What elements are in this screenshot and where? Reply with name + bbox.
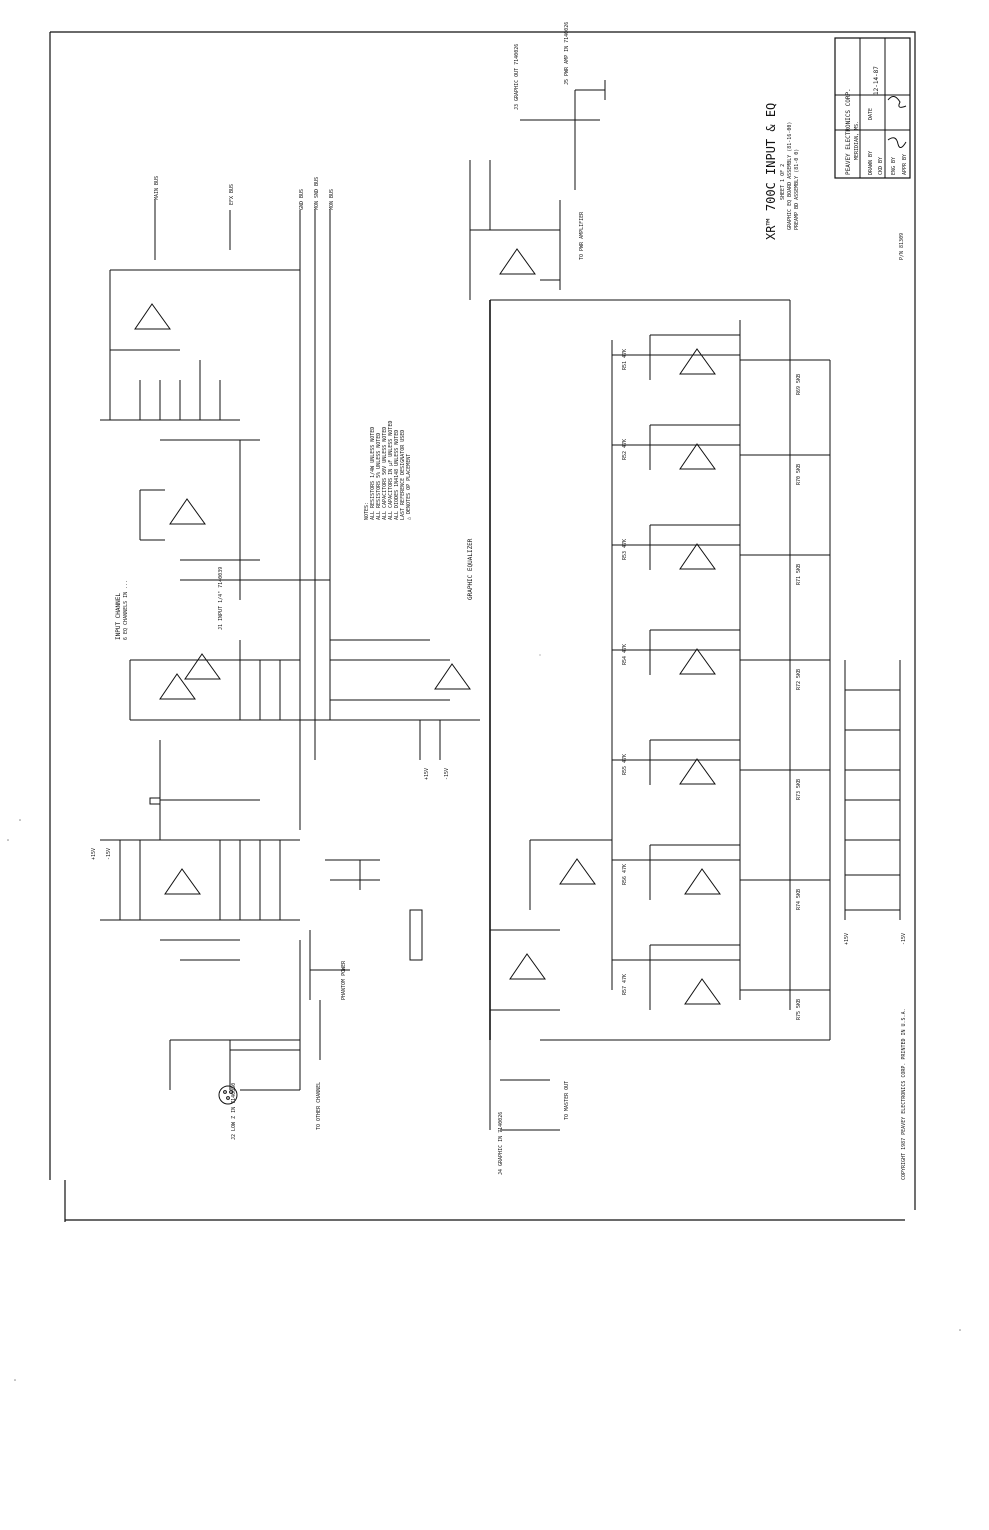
eq-stage-3: R53 47K R71 5KB — [612, 524, 830, 585]
copyright-text: COPYRIGHT 1987 PEAVEY ELECTRONICS CORP. … — [901, 1008, 907, 1180]
notes-line-8: △ DENOTES OP PLACEMENT — [406, 454, 412, 520]
eq-r-1: R51 47K — [622, 349, 628, 370]
eq-r-3: R53 47K — [622, 539, 628, 560]
eq-stage-6: R56 47K R74 5KB — [612, 844, 830, 910]
notes-block: NOTES: ALL RESISTORS 1/4W UNLESS NOTED A… — [364, 421, 412, 520]
supply-label-1: +15V — [91, 848, 97, 860]
part-number: P/N 81309 — [899, 233, 905, 260]
signature-mark-2 — [887, 137, 907, 148]
eq-pot-3: R71 5KB — [796, 564, 802, 585]
eng-by-label: ENG BY — [891, 157, 897, 175]
eq-stage-2: R52 47K R70 5KB — [612, 424, 830, 485]
phantom-power-label: PHANTOM POWER — [341, 960, 347, 1000]
notes-line-1: NOTES: — [364, 502, 370, 520]
eq-r-7: R57 47K — [622, 974, 628, 995]
eq-pot-6: R74 5KB — [796, 889, 802, 910]
opamp-u5a — [679, 648, 716, 675]
eq-pot-1: R69 5KB — [796, 374, 802, 395]
j3-label: J3 GRAPHIC OUT 7140026 — [514, 44, 520, 110]
opamp-u10a — [159, 673, 196, 700]
eq-r-4: R54 47K — [622, 644, 628, 665]
xlr-input-jack[interactable] — [218, 1085, 238, 1105]
eq-pot-4: R72 5KB — [796, 669, 802, 690]
opamp-u3a — [684, 978, 721, 1005]
mon-snd-bus-label: MON SND BUS — [314, 177, 320, 210]
opamp-u3b — [559, 858, 596, 885]
drawing-title: XR™ 700C INPUT & EQ — [764, 103, 778, 240]
input-section: J2 LOW Z IN 7140050 J1 INPUT 1/4" 714003… — [91, 269, 423, 1140]
sheet-line-2: GRAPHIC EQ BOARD ASSEMBLY (81-16-00) — [787, 122, 793, 230]
to-other-channel-label: TO OTHER CHANNEL — [316, 1082, 322, 1130]
opamp-u2a — [434, 663, 471, 690]
opamp-u4a — [679, 758, 716, 785]
notes-line-2: ALL RESISTORS 1/4W UNLESS NOTED — [370, 427, 376, 520]
eq-stage-7: R57 47K R75 5KB — [612, 944, 830, 1020]
opamp-u4b — [684, 868, 721, 895]
sheet-line-3: PREAMP BD ASSEMBLY (81-0 0) — [794, 149, 800, 230]
j5-label: J5 PWR AMP IN 7140026 — [564, 22, 570, 85]
decoupling-caps: +15V -15V — [844, 660, 907, 945]
eq-pot-7: R75 5KB — [796, 999, 802, 1020]
gnd-bus-label: GND BUS — [299, 189, 305, 210]
input-channel-sub: 6 EQ CHANNELS IN ... — [123, 580, 129, 640]
supply-label-3: +15V — [424, 768, 430, 780]
supply-label-6: -15V — [901, 933, 907, 945]
mid-traces: +15V -15V — [299, 639, 480, 830]
eq-r-2: R52 47K — [622, 439, 628, 460]
eq-stage-1: R51 47K R69 5KB — [612, 334, 830, 395]
sheet-border — [49, 31, 916, 1222]
main-bus-label: MAIN BUS — [154, 176, 160, 200]
drawing-title-group: XR™ 700C INPUT & EQ SHEET 1 OF 2 GRAPHIC… — [764, 103, 800, 240]
bus-labels: MAIN BUS EFX BUS GND BUS MON SND BUS MON… — [154, 176, 335, 640]
signature-mark — [887, 96, 907, 108]
notes-line-3: ALL RESISTORS 5% UNLESS NOTED — [376, 433, 382, 520]
opamp-u9b — [679, 543, 716, 570]
supply-label-2: -15V — [106, 848, 112, 860]
opamp-u1a — [164, 868, 201, 895]
drawn-by-label: DRAWN BY — [868, 151, 874, 175]
opamp-u8b — [679, 348, 716, 375]
opamp-u2b — [509, 953, 546, 980]
to-master-label: TO MASTER OUT — [564, 1081, 570, 1120]
ckd-by-label: CKD BY — [878, 157, 884, 175]
opamp-u10b — [184, 653, 221, 680]
appr-by-label: APPR BY — [902, 154, 908, 175]
opamp-u9a — [679, 443, 716, 470]
opamp-u8a — [169, 498, 206, 525]
opamp-u7b — [499, 248, 536, 275]
notes-line-6: ALL DIODES 1N4148 UNLESS NOTED — [394, 430, 400, 520]
j4-label: J4 GRAPHIC IN 7140026 — [498, 1112, 504, 1175]
eq-pot-5: R73 5KB — [796, 779, 802, 800]
notes-line-4: ALL CAPACITORS 50V UNLESS NOTED — [382, 427, 388, 520]
j2-label: J2 LOW Z IN 7140050 — [231, 1083, 237, 1140]
opamp-u7a — [134, 303, 171, 330]
efx-bus-label: EFX BUS — [229, 184, 235, 205]
graphic-eq-section: R51 47K R69 5KB R52 47K R70 5KB R53 47K … — [469, 22, 831, 1175]
eq-r-5: R55 47K — [622, 754, 628, 775]
date-label: DATE — [868, 108, 874, 120]
supply-label-4: -15V — [444, 768, 450, 780]
to-pwr-label: TO PWR AMPLIFIER — [579, 211, 585, 260]
notes-line-7: LAST REFERENCE DESIGNATOR USED — [400, 430, 406, 520]
mon-bus-label: MON BUS — [329, 189, 335, 210]
eq-pot-2: R70 5KB — [796, 464, 802, 485]
company-location: MERIDIAN, MS. — [854, 121, 860, 160]
title-block: PEAVEY ELECTRONICS CORP. MERIDIAN, MS. D… — [834, 37, 911, 260]
eq-stage-5: R55 47K R73 5KB — [612, 739, 830, 800]
sheet-line-1: SHEET 1 OF 2 — [780, 164, 786, 200]
j1-label: J1 INPUT 1/4" 7140039 — [218, 567, 224, 630]
scan-speckles — [7, 654, 961, 1381]
input-channel-label: INPUT CHANNEL — [115, 593, 122, 640]
supply-label-5: +15V — [844, 933, 850, 945]
drawing-date: 12-14-87 — [873, 66, 880, 95]
notes-line-5: ALL CAPACITORS IN µF UNLESS NOTED — [388, 421, 394, 520]
eq-stage-4: R54 47K R72 5KB — [612, 629, 830, 690]
graphic-equalizer-label: GRAPHIC EQUALIZER — [467, 538, 474, 600]
company-name: PEAVEY ELECTRONICS CORP. — [845, 88, 852, 175]
eq-r-6: R56 47K — [622, 864, 628, 885]
